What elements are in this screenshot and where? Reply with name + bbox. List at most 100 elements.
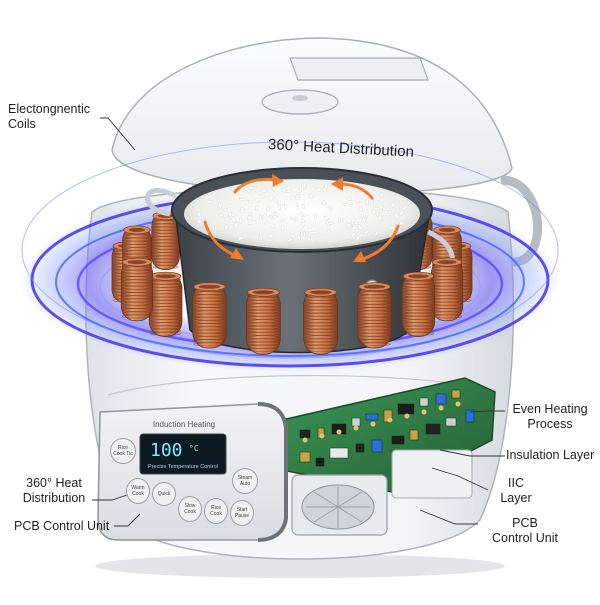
rice-grain [259,230,263,236]
steam-vent-hole [292,95,308,101]
rice-grain [401,206,407,211]
btn-top-right-l1: Steam [237,475,253,481]
label-heat-left: 360° Heat Distribution [14,476,94,506]
rice-grain [351,226,358,230]
btn-top-left[interactable]: Rice Cook Tic [110,438,136,464]
pcb-component [315,457,325,467]
btn-rice-cook[interactable]: Rice Cook [204,498,228,524]
rice-grain [325,220,330,226]
btn-slow-cook-l2: Cook [184,509,196,515]
rice-grain [269,195,274,201]
rice-grain [270,223,275,229]
rice-grain [295,201,299,208]
btn-start-pause-l2: Pause [234,513,250,519]
rice-grain [395,214,399,220]
pot-handle-left [144,188,178,217]
rice-grain [326,229,330,235]
rice-grain [222,208,228,211]
pcb-component [355,443,365,453]
btn-top-left-l2: Cook Tic [113,451,133,457]
rice-grain [322,200,326,206]
rice-grain [224,217,230,221]
rice-grain [289,195,296,199]
rice-grain [374,207,380,210]
label-heat-left-line2: Distribution [22,491,86,505]
copper-coil [357,282,392,349]
rice-grain [346,223,352,227]
btn-quick[interactable]: Quick [152,482,176,506]
label-insulation: Insulation Layer [506,448,595,462]
rice-grain [234,222,239,228]
btn-warm-cook[interactable]: Warm Cook [126,478,150,504]
label-even-heating: Even Heating Process [505,402,595,432]
rice-grain [384,213,390,217]
pcb-component [391,435,405,445]
rice-grain [399,210,404,216]
rice-grain [248,220,253,225]
rice-grain [259,194,265,198]
btn-slow-cook[interactable]: Slow Cook [178,496,202,522]
rice-grain [224,224,228,230]
pcb-component [371,439,383,453]
btn-warm-cook-l1: Warm [131,485,145,491]
rice-grain [289,229,294,235]
rice-grain [248,186,254,190]
rice-grain [275,211,280,217]
rice-grain [309,193,313,199]
pcb-component [299,451,311,463]
rice-grain [284,204,287,210]
rice-grain [380,192,384,198]
pcb-components [299,389,475,467]
rice-grain [229,204,235,209]
copper-coil [430,257,464,322]
rice-grain [306,228,312,233]
btn-start-pause[interactable]: Start Pause [230,500,254,526]
rice-grain [218,203,222,209]
rice-grain [239,218,242,224]
label-even-line2: Process [527,417,573,431]
panel-temp-unit: °C [189,444,199,453]
rice-grain [346,197,352,201]
pcb-capacitor [353,425,359,431]
rice-grain [355,198,360,203]
rice-grain [300,230,304,236]
panel-subtitle: Precise Temperature Control [148,464,218,470]
coil-ring-front [120,257,464,355]
rice-grain [246,215,252,220]
rice-grain [264,219,269,225]
cooling-fan [291,474,388,536]
rice-grain [351,216,355,223]
rice-grain [271,215,278,219]
rice-grain [378,205,384,209]
steam-vent [261,89,339,115]
rice-grain [301,221,305,227]
pcb-component [351,417,361,427]
label-iic-line2: Layer [500,491,532,505]
copper-coil [401,271,436,337]
rice-grain [371,210,377,215]
rice-grain [255,205,259,211]
pcb-capacitor [319,433,325,439]
lid-latch [289,57,429,81]
rice-grain [268,234,274,238]
rice-grain [338,217,341,223]
rice-grain [398,221,405,225]
rice-grain [259,213,262,220]
rice-grain [238,236,244,241]
rice-grain [314,213,317,219]
rice-grains [196,182,407,243]
rice-grain [212,225,215,231]
pcb-component [397,403,415,415]
rice-grain [262,214,267,219]
rice-grain [353,222,360,225]
pcb-component [451,389,461,399]
btn-top-right[interactable]: Steam Auto [232,468,258,494]
pcb-component [425,423,441,435]
rice-grain [281,224,285,231]
panel-title: Induction Heating [152,420,216,429]
label-coils: Electongnentic Coils [8,102,90,132]
rice-grain [343,203,349,206]
insulation-block [391,449,473,499]
